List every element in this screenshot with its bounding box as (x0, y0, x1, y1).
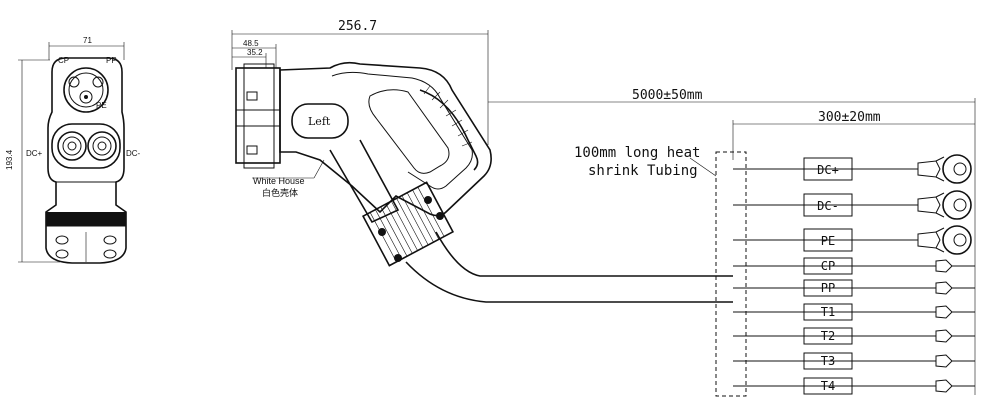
wire-t1: T1 (733, 303, 975, 321)
pin-label-dc-minus: DC- (126, 149, 141, 158)
material-note-en: White House (253, 176, 305, 186)
wire-label-t2: T2 (821, 329, 835, 343)
cable: 5000±50mm 300±20mm 100mm long heat shrin… (405, 88, 976, 397)
total-length-dim: 5000±50mm (632, 88, 703, 103)
left-button-label: Left (308, 115, 331, 128)
heat-shrink-note-line2: shrink Tubing (588, 163, 698, 179)
lead-length-dim: 300±20mm (818, 110, 881, 125)
wire-label-pe: PE (821, 234, 835, 248)
pin-label-cp: CP (58, 56, 69, 65)
material-note-cn: 白色壳体 (262, 187, 298, 198)
wire-label-cp: CP (821, 259, 835, 273)
dim-b: 35.2 (247, 48, 263, 57)
dim-a: 48.5 (243, 39, 259, 48)
side-view: 256.7 48.5 35.2 Left (231, 19, 492, 267)
wire-dc-minus: DC- (733, 190, 972, 220)
wire-label-pp: PP (821, 281, 835, 295)
pin-label-pe: PE (96, 101, 107, 110)
wire-label-t1: T1 (821, 305, 835, 319)
wire-t2: T2 (733, 327, 975, 345)
wire-dc-plus: DC+ (733, 154, 972, 184)
front-view: 71 193.4 CP PP PE DC+ (5, 36, 141, 264)
wire-pp: PP (733, 279, 975, 297)
wire-t4: T4 (733, 377, 975, 395)
front-width-dim: 71 (83, 36, 92, 45)
wire-label-dc-plus: DC+ (817, 163, 839, 177)
wire-pe: PE (733, 225, 972, 255)
wire-cp: CP (733, 257, 975, 275)
wire-t3: T3 (733, 352, 975, 370)
wire-leads: DC+ DC- PE (733, 154, 975, 395)
heat-shrink-note-line1: 100mm long heat (574, 145, 700, 161)
pin-label-dc-plus: DC+ (26, 149, 43, 158)
pin-label-pp: PP (106, 56, 117, 65)
wire-label-t3: T3 (821, 354, 835, 368)
front-height-dim: 193.4 (5, 149, 14, 170)
overall-length-dim: 256.7 (338, 19, 377, 34)
heat-shrink-tubing (715, 151, 747, 397)
wire-label-t4: T4 (821, 379, 835, 393)
wire-label-dc-minus: DC- (817, 199, 839, 213)
